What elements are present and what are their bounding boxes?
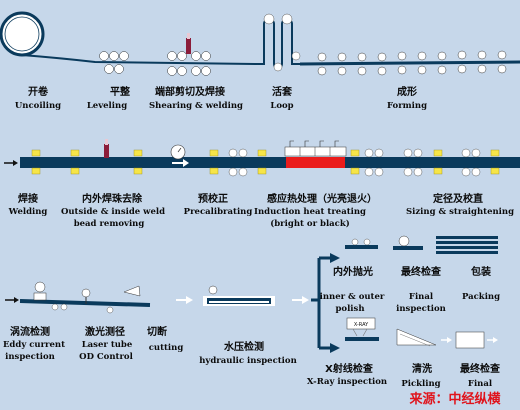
label-precalibrating-en: Precalibrating <box>184 207 253 217</box>
strip-line <box>21 54 259 65</box>
label-sizing-en: Sizing & straightening <box>406 207 514 217</box>
label-pickling-cn: 清洗 <box>412 362 432 375</box>
label-forming-en: Forming <box>387 101 427 111</box>
yellow-rollers-icon <box>31 149 500 175</box>
label-bead-removing-cn: 内外焊珠去除 <box>82 192 143 205</box>
label-heat-treating-en-2: (bright or black) <box>270 218 350 229</box>
flow-arrow-icon <box>186 296 193 304</box>
rollers-icon <box>51 303 114 314</box>
pickling-tank-icon <box>396 328 437 347</box>
label-packing-cn: 包装 <box>471 265 491 278</box>
arrow-icon <box>14 297 19 303</box>
bead-removal-tool-icon <box>104 139 109 158</box>
label-eddy-current-en-1: Eddy current <box>3 340 65 350</box>
label-pickling-en: Pickling <box>401 379 440 389</box>
label-laser-od-en-2: OD Control <box>79 352 133 362</box>
xray-machine-icon: X-RAY <box>345 317 379 341</box>
row-inspection-finishing: 内外抛光 inner & outer polish 最终检查 Final ins… <box>3 235 501 407</box>
label-hydraulic-en: hydraulic inspection <box>199 356 297 366</box>
final-inspection-box-icon <box>455 331 485 349</box>
flow-arrow-icon <box>447 337 452 343</box>
label-laser-od-cn: 激光测径 <box>85 325 125 338</box>
cutting-saw-icon <box>123 285 141 297</box>
row-welding-sizing: 焊接 Welding 内外焊珠去除 Outside & inside weld … <box>4 139 520 229</box>
branch-connector <box>311 256 332 350</box>
arrow-icon <box>13 160 18 166</box>
flow-arrow-icon <box>493 337 498 343</box>
label-polishing-cn: 内外抛光 <box>333 265 373 278</box>
row-strip-forming: 开卷 Uncoiling 平整 Leveling 端部剪切及焊接 Shearin… <box>0 11 520 111</box>
label-leveling-cn: 平整 <box>110 85 130 98</box>
label-hydraulic-cn: 水压检测 <box>223 340 264 353</box>
label-heat-treating-en-1: Induction heat treating <box>254 207 366 217</box>
branch-arrow-icon <box>330 343 340 353</box>
branch-arrow-icon <box>330 253 340 263</box>
label-eddy-current-en-2: inspection <box>5 352 55 362</box>
label-final-inspection-en-1: Final <box>409 292 434 302</box>
label-loop-en: Loop <box>270 101 293 111</box>
shear-weld-icon <box>167 33 211 76</box>
source-credit: 来源：中经纵横 <box>408 391 501 407</box>
label-uncoiling-en: Uncoiling <box>15 101 61 111</box>
label-precalibrating-cn: 预校正 <box>198 192 228 205</box>
induction-coil-icon <box>284 140 347 168</box>
label-final-inspection-en-2: inspection <box>396 304 446 314</box>
label-polishing-en-2: polish <box>335 304 364 314</box>
label-final-cn: 最终检查 <box>460 362 501 375</box>
precalibrating-gauge-icon <box>170 144 189 167</box>
packed-bundle-icon <box>436 236 498 254</box>
label-eddy-current-cn: 涡流检测 <box>10 325 50 338</box>
white-rollers-icon <box>228 148 481 177</box>
forming-mill-icon <box>299 50 520 76</box>
eddy-current-probe-icon <box>33 281 47 301</box>
label-final-en: Final <box>468 379 493 389</box>
label-heat-treating-cn: 感应热处理（光亮退火） <box>267 192 377 205</box>
label-leveling-en: Leveling <box>87 101 127 111</box>
leveler-rollers-icon <box>99 51 129 74</box>
label-forming-cn: 成形 <box>397 85 417 98</box>
laser-gauge-icon <box>81 288 91 304</box>
label-xray-en: X-Ray inspection <box>307 377 387 387</box>
label-welding-cn: 焊接 <box>18 192 38 205</box>
hydraulic-tester-icon <box>203 285 275 306</box>
label-final-inspection-cn: 最终检查 <box>401 265 442 278</box>
label-sizing-cn: 定径及校直 <box>433 192 483 205</box>
label-xray-cn: X射线检查 <box>325 362 374 375</box>
label-cutting-en: cutting <box>149 343 184 353</box>
label-shearing-cn: 端部剪切及焊接 <box>155 85 225 98</box>
pipe-line <box>20 157 520 168</box>
label-shearing-en: Shearing & welding <box>149 101 243 111</box>
label-bead-removing-en-2: bead removing <box>74 219 145 229</box>
pipe-line <box>19 299 151 307</box>
final-inspection-gauge-icon <box>393 235 423 250</box>
label-laser-od-en-1: Laser tube <box>82 340 133 350</box>
label-cutting-cn: 切断 <box>147 325 167 338</box>
label-bead-removing-en-1: Outside & inside weld <box>61 207 165 217</box>
label-uncoiling-cn: 开卷 <box>28 85 49 98</box>
flow-arrow-icon <box>302 296 309 304</box>
loop-accumulator-icon <box>258 13 301 72</box>
label-welding-en: Welding <box>8 207 48 217</box>
label-polishing-en-1: inner & outer <box>320 292 385 302</box>
xray-tag: X-RAY <box>354 322 369 328</box>
label-loop-cn: 活套 <box>272 85 293 98</box>
label-packing-en: Packing <box>462 292 500 302</box>
polishing-machine-icon <box>345 238 378 249</box>
uncoiler-coil-icon <box>0 11 45 57</box>
